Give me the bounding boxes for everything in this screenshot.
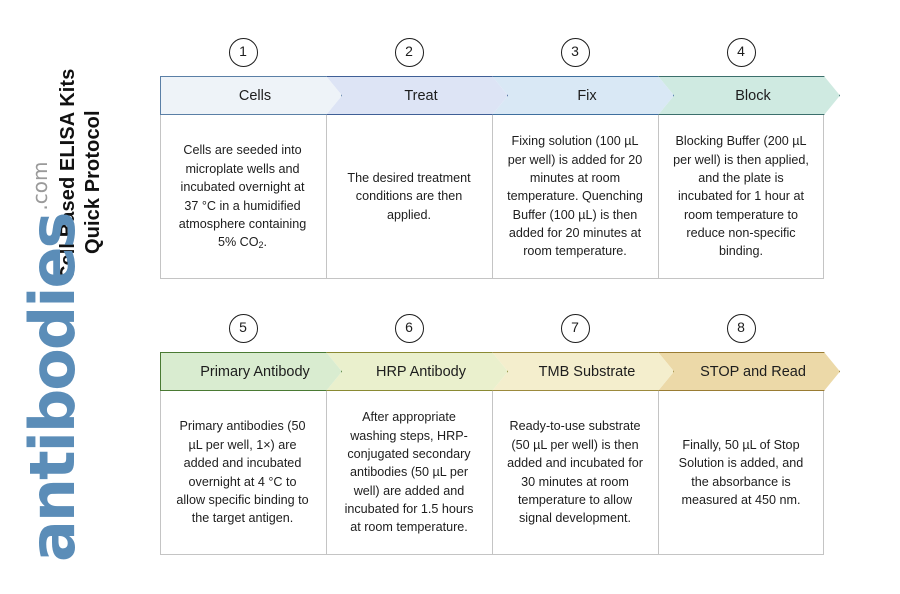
step-number-row-2: 5 6 7 8 bbox=[160, 312, 842, 352]
step-chevron-6[interactable]: HRP Antibody bbox=[326, 352, 508, 391]
step-number-badge: 3 bbox=[560, 38, 590, 67]
step-description-cell-1: Cells are seeded into microplate wells a… bbox=[160, 115, 326, 278]
logo-domain-suffix: .com bbox=[28, 161, 52, 211]
step-description-text: After appropriate washing steps, HRP-con… bbox=[344, 410, 474, 535]
step-chevron-7[interactable]: TMB Substrate bbox=[492, 352, 674, 391]
step-number-badge: 2 bbox=[394, 38, 424, 67]
step-description-cell-2: The desired treatment conditions are the… bbox=[325, 115, 492, 278]
step-description-cell-3: Fixing solution (100 µL per well) is add… bbox=[491, 115, 658, 278]
step-chevron-label: Primary Antibody bbox=[200, 363, 310, 380]
step-number-badge: 4 bbox=[726, 38, 756, 67]
description-band-row-1: Cells are seeded into microplate wells a… bbox=[160, 115, 824, 279]
chevron-band-row-2: Primary Antibody HRP Antibody TMB Substrat… bbox=[160, 352, 842, 391]
step-description-text: Finally, 50 µL of Stop Solution is added… bbox=[678, 437, 804, 507]
step-number-badge: 1 bbox=[228, 38, 258, 67]
step-description-text: The desired treatment conditions are the… bbox=[347, 170, 471, 222]
step-description-text: Cells are seeded into microplate wells a… bbox=[178, 143, 307, 251]
step-chevron-label: STOP and Read bbox=[700, 363, 806, 380]
step-chevron-label: TMB Substrate bbox=[538, 363, 636, 380]
step-chevron-label: Treat bbox=[404, 87, 438, 104]
step-chevron-2[interactable]: Treat bbox=[326, 76, 508, 115]
step-number-badge: 8 bbox=[726, 314, 756, 343]
step-description-text: Ready-to-use substrate (50 µL per well) … bbox=[507, 419, 643, 526]
step-chevron-1[interactable]: Cells bbox=[160, 76, 342, 115]
step-number-badge: 6 bbox=[394, 314, 424, 343]
step-description-cell-7: Ready-to-use substrate (50 µL per well) … bbox=[491, 391, 658, 554]
description-band-row-2: Primary antibodies (50 µL per well, 1×) … bbox=[160, 391, 824, 555]
step-description-cell-6: After appropriate washing steps, HRP-con… bbox=[325, 391, 492, 554]
chevron-band-row-1: Cells Treat Fix Block bbox=[160, 76, 842, 115]
step-description-cell-8: Finally, 50 µL of Stop Solution is added… bbox=[657, 391, 824, 554]
step-chevron-label: Fix bbox=[577, 87, 597, 104]
step-description-text: Primary antibodies (50 µL per well, 1×) … bbox=[176, 419, 309, 526]
step-number-row-1: 1 2 3 4 bbox=[160, 36, 842, 76]
step-number-badge: 7 bbox=[560, 314, 590, 343]
protocol-row-2: 5 6 7 8 Primary Antibody HRP Antibody TMB Sub… bbox=[160, 312, 842, 555]
step-description-text: Blocking Buffer (200 µL per well) is the… bbox=[673, 134, 809, 259]
step-chevron-3[interactable]: Fix bbox=[492, 76, 674, 115]
step-chevron-8[interactable]: STOP and Read bbox=[658, 352, 840, 391]
step-chevron-label: Cells bbox=[238, 87, 272, 104]
protocol-row-1: 1 2 3 4 Cells Treat Fix Block Cells are seeded… bbox=[160, 36, 842, 279]
step-description-cell-4: Blocking Buffer (200 µL per well) is the… bbox=[657, 115, 824, 278]
step-chevron-5[interactable]: Primary Antibody bbox=[160, 352, 342, 391]
step-description-text: Fixing solution (100 µL per well) is add… bbox=[507, 134, 643, 259]
step-chevron-label: HRP Antibody bbox=[375, 363, 466, 380]
step-description-cell-5: Primary antibodies (50 µL per well, 1×) … bbox=[160, 391, 326, 554]
logo-wordmark: antibodies bbox=[16, 213, 89, 562]
step-chevron-label: Block bbox=[735, 87, 771, 104]
antibodies-logo: antibodies .com bbox=[16, 22, 144, 562]
step-number-badge: 5 bbox=[228, 314, 258, 343]
step-chevron-4[interactable]: Block bbox=[658, 76, 840, 115]
